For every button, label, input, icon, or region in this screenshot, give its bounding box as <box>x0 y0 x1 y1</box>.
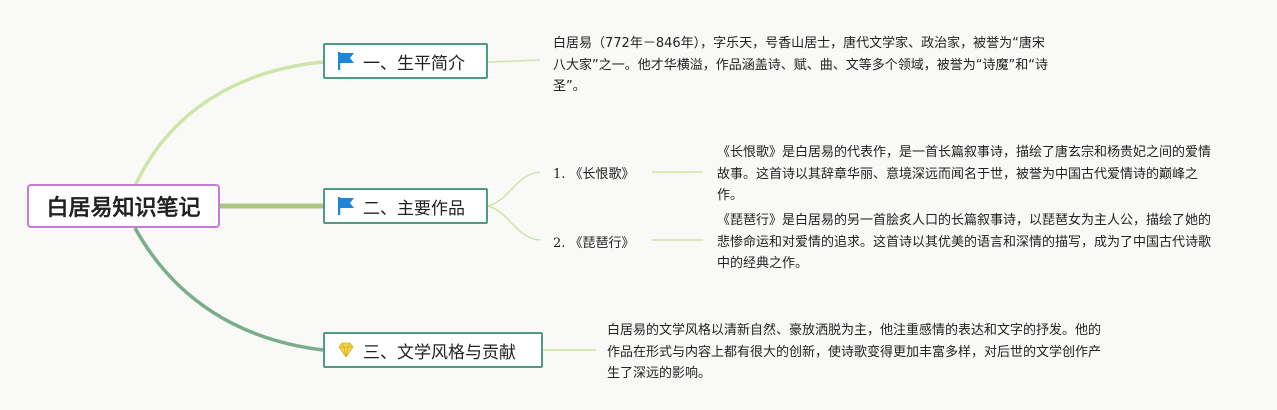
connector-root-topic1 <box>133 60 324 187</box>
topic-style-contribution-note: 白居易的文学风格以清新自然、豪放洒脱为主，他注重感情的表达和文字的抒发。他的作品… <box>607 323 1102 381</box>
topic-style-contribution[interactable]: 三、文学风格与贡献 <box>323 332 543 368</box>
topic-life-intro-note: 白居易（772年－846年），字乐天，号香山居士，唐代文学家、政治家，被誉为“唐… <box>553 36 1048 94</box>
connector-root-topic3 <box>133 227 324 352</box>
subtopic-changhenge[interactable]: 1. 《长恨歌》 <box>553 167 635 182</box>
topic-life-intro[interactable]: 一、生平简介 <box>323 43 488 79</box>
diamond-icon <box>335 339 357 361</box>
topic-label: 三、文学风格与贡献 <box>363 342 516 363</box>
subtopic-changhenge-note: 《长恨歌》是白居易的代表作，是一首长篇叙事诗，描绘了唐玄宗和杨贵妃之间的爱情故事… <box>717 145 1212 203</box>
topic-label: 二、主要作品 <box>363 198 465 219</box>
root-node[interactable]: 白居易知识笔记 <box>27 184 220 228</box>
topic-main-works[interactable]: 二、主要作品 <box>323 188 488 224</box>
subtopic-pipaxing-note: 《琵琶行》是白居易的另一首脍炙人口的长篇叙事诗，以琵琶女为主人公，描绘了她的悲惨… <box>717 213 1212 271</box>
connector-topic1-note <box>487 59 541 63</box>
topic-label: 一、生平简介 <box>363 53 465 74</box>
flag-icon <box>335 50 357 72</box>
connector-topic2-child2 <box>487 205 541 241</box>
subtopic-pipaxing[interactable]: 2. 《琵琶行》 <box>553 236 635 251</box>
flag-icon <box>335 195 357 217</box>
connector-topic2-child1 <box>487 171 541 207</box>
